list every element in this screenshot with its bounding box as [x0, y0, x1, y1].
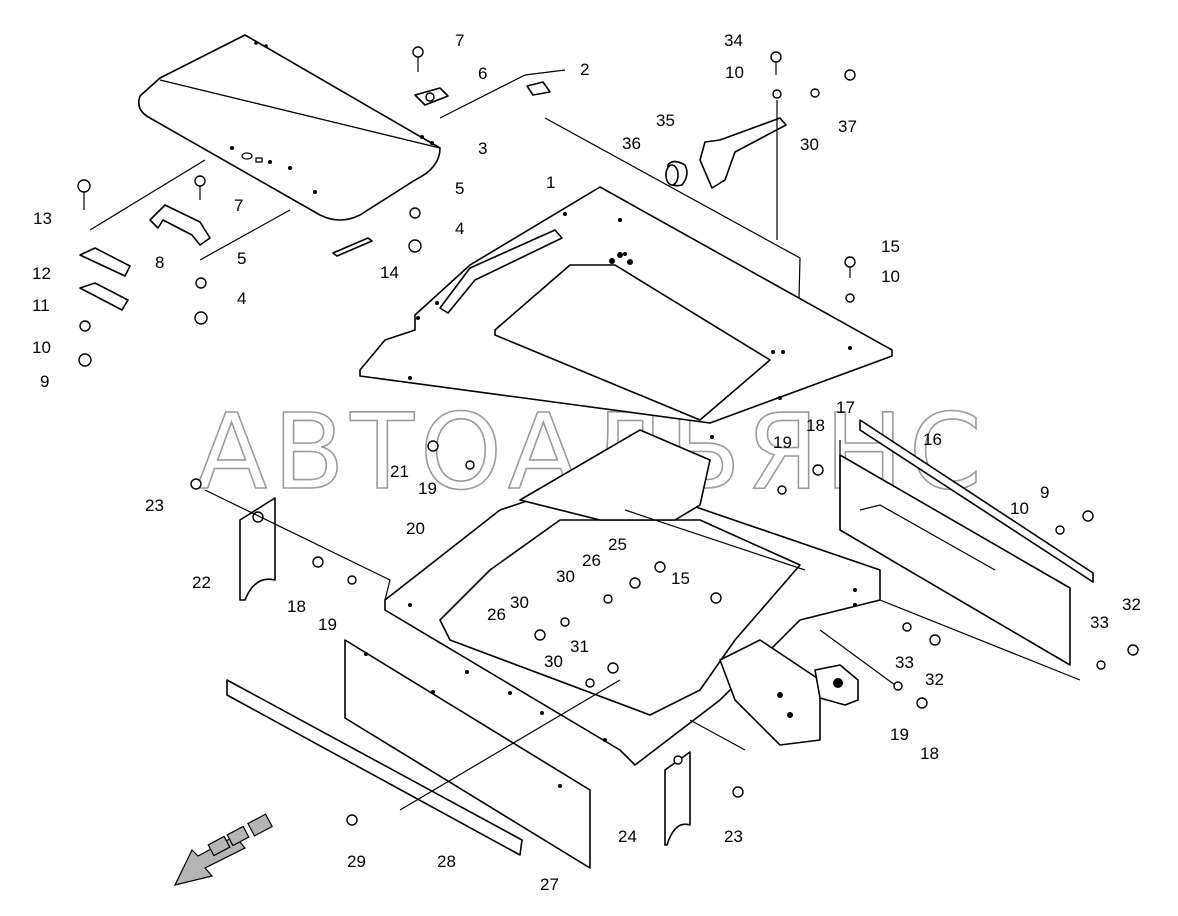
side-rail	[859, 419, 1094, 583]
callout-15: 15	[881, 237, 900, 256]
side-shield-right	[664, 751, 691, 846]
callout-30: 30	[800, 135, 819, 154]
callout-27: 27	[540, 875, 559, 894]
callout-7: 7	[455, 31, 464, 50]
callout-19: 19	[318, 615, 337, 634]
callout-23: 23	[724, 827, 743, 846]
callout-17: 17	[836, 398, 855, 417]
callout-labels: 1 2 3 4 4 5 5 6 7 7 8 9 9 10 10 10 10 11…	[32, 31, 1141, 894]
callout-36: 36	[622, 134, 641, 153]
callout-5: 5	[237, 249, 246, 268]
callout-25: 25	[608, 535, 627, 554]
callout-13: 13	[33, 209, 52, 228]
callout-22: 22	[192, 573, 211, 592]
callout-34: 34	[724, 31, 743, 50]
callout-19: 19	[890, 725, 909, 744]
callout-26: 26	[582, 551, 601, 570]
callout-2: 2	[580, 60, 589, 79]
callout-10: 10	[725, 63, 744, 82]
callout-30: 30	[556, 567, 575, 586]
callout-19: 19	[773, 433, 792, 452]
callout-33: 33	[1090, 613, 1109, 632]
bracket-lower	[79, 282, 129, 311]
front-panel	[344, 639, 591, 869]
bracket-upper	[79, 247, 131, 277]
callout-6: 6	[478, 64, 487, 83]
callout-32: 32	[925, 670, 944, 689]
callout-10: 10	[1010, 499, 1029, 518]
callout-16: 16	[923, 430, 942, 449]
callout-33: 33	[895, 653, 914, 672]
callout-18: 18	[920, 744, 939, 763]
upper-mount-plate	[519, 429, 711, 521]
side-shield-left	[239, 497, 276, 601]
callout-37: 37	[838, 117, 857, 136]
callout-30: 30	[510, 593, 529, 612]
callout-14: 14	[380, 263, 399, 282]
strip-part	[332, 237, 373, 257]
front-strip	[226, 679, 523, 856]
callout-35: 35	[656, 111, 675, 130]
top-cover-panel	[137, 34, 441, 221]
callout-9: 9	[40, 372, 49, 391]
callout-21: 21	[390, 462, 409, 481]
callout-9: 9	[1040, 483, 1049, 502]
callout-19: 19	[418, 479, 437, 498]
callout-7: 7	[234, 196, 243, 215]
callout-4: 4	[455, 219, 464, 238]
callout-32: 32	[1122, 595, 1141, 614]
callout-10: 10	[32, 338, 51, 357]
front-direction-arrow-icon	[173, 813, 273, 886]
callout-8: 8	[155, 253, 164, 272]
callout-28: 28	[437, 852, 456, 871]
callout-31: 31	[570, 637, 589, 656]
fasteners	[77, 46, 1139, 826]
callout-11: 11	[32, 296, 50, 315]
lift-lever	[665, 117, 787, 189]
hinge-part	[414, 87, 449, 106]
callout-15: 15	[671, 569, 690, 588]
callout-5: 5	[455, 179, 464, 198]
handle-part	[149, 204, 211, 246]
callout-30: 30	[544, 652, 563, 671]
callout-4: 4	[237, 289, 246, 308]
callout-24: 24	[618, 827, 637, 846]
callout-18: 18	[806, 416, 825, 435]
callout-3: 3	[478, 139, 487, 158]
callout-1: 1	[546, 173, 555, 192]
callout-26: 26	[487, 605, 506, 624]
main-frame	[384, 469, 881, 766]
callout-20: 20	[406, 519, 425, 538]
callout-10: 10	[881, 267, 900, 286]
clip-bracket	[526, 81, 551, 96]
floor-plate	[359, 186, 893, 439]
callout-18: 18	[287, 597, 306, 616]
callout-12: 12	[32, 264, 51, 283]
callout-23: 23	[145, 496, 164, 515]
callout-29: 29	[347, 852, 366, 871]
